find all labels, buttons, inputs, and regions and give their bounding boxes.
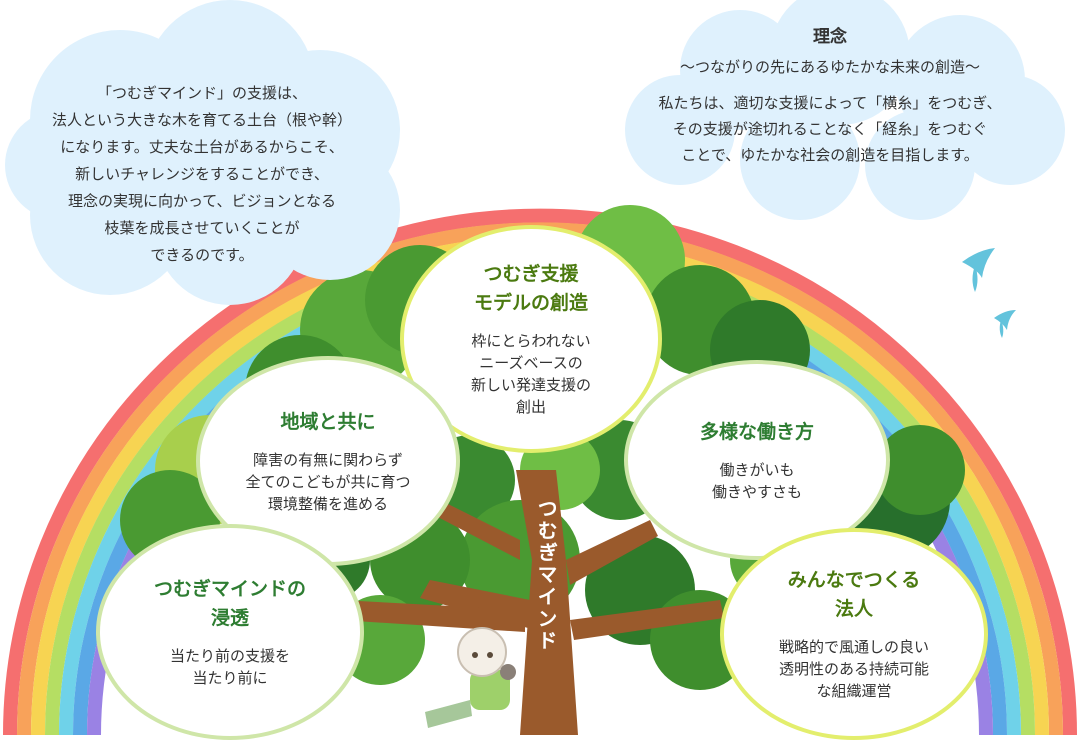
- circle-title-line: つむぎ支援: [483, 263, 579, 285]
- circle-body-line: 創出: [515, 398, 546, 416]
- circle-body-line: 透明性のある持続可能: [778, 660, 929, 678]
- left-cloud-line: 新しいチャレンジをすることができ、: [75, 165, 329, 183]
- circle-body-line: 働きやすさも: [711, 482, 802, 501]
- circle-title-line: つむぎマインドの: [153, 578, 306, 600]
- circle-body: 障害の有無に関わらず 全てのこどもが共に育つ 環境整備を進める: [245, 449, 410, 515]
- bird-icon: [994, 310, 1016, 338]
- circle-body: 戦略的で風通しの良い 透明性のある持続可能 な組織運営: [779, 636, 929, 702]
- tree-trunk: [340, 470, 724, 735]
- circle-title: 地域と共に: [280, 408, 375, 437]
- circle-title-line: モデルの創造: [473, 292, 588, 314]
- circle-body-line: 環境整備を進める: [267, 494, 388, 513]
- circle-body: 枠にとらわれない ニーズベースの 新しい発達支援の 創出: [471, 330, 591, 418]
- circle-everyone-corporation: みんなでつくる 法人 戦略的で風通しの良い 透明性のある持続可能 な組織運営: [720, 528, 988, 740]
- circle-title-line: 地域と共に: [280, 410, 376, 433]
- left-cloud-text: 「つむぎマインド」の支援は、 法人という大きな木を育てる土台（根や幹） になりま…: [12, 80, 392, 269]
- left-cloud-line: できるのです。: [150, 246, 254, 264]
- left-cloud-line: 法人という大きな木を育てる土台（根や幹）: [51, 111, 352, 129]
- philosophy-subtitle: 〜つながりの先にあるゆたかな未来の創造〜: [679, 58, 980, 76]
- circle-body: 働きがいも 働きやすさも: [712, 459, 802, 503]
- circle-body-line: 働きがいも: [719, 460, 795, 479]
- circle-title-line: 多様な働き方: [699, 420, 814, 443]
- rainbow-band: [3, 208, 1077, 735]
- child-character-icon: [425, 627, 516, 728]
- circle-title-line: 浸透: [210, 607, 249, 629]
- left-cloud-line: 理念の実現に向かって、ビジョンとなる: [67, 192, 337, 210]
- circle-title: つむぎ支援 モデルの創造: [474, 260, 588, 318]
- philosophy-line: 私たちは、適切な支援によって「横糸」をつむぎ、: [658, 94, 1002, 112]
- philosophy-line: その支援が途切れることなく「経糸」をつむぐ: [672, 120, 988, 138]
- left-cloud-shape: [5, 0, 400, 305]
- trunk-label: つむぎマインド: [534, 498, 558, 652]
- circle-body-line: ニーズベースの: [479, 354, 583, 372]
- circle-body-line: 全てのこどもが共に育つ: [245, 472, 411, 491]
- circle-body-line: 当たり前の支援を: [169, 647, 290, 665]
- philosophy-line: ことで、ゆたかな社会の創造を目指します。: [681, 146, 979, 164]
- circle-body-line: 当たり前に: [192, 669, 268, 687]
- circle-body-line: 新しい発達支援の: [470, 376, 591, 394]
- circle-title: つむぎマインドの 浸透: [154, 575, 306, 633]
- circle-body-line: 戦略的で風通しの良い: [778, 638, 929, 656]
- circle-mind-spread: つむぎマインドの 浸透 当たり前の支援を 当たり前に: [96, 524, 364, 740]
- left-cloud-line: 「つむぎマインド」の支援は、: [96, 84, 307, 102]
- circle-title-line: 法人: [834, 598, 873, 620]
- circle-diverse-work: 多様な働き方 働きがいも 働きやすさも: [624, 360, 890, 560]
- circle-title-line: みんなでつくる: [787, 569, 921, 591]
- circle-body-line: 枠にとらわれない: [471, 332, 591, 350]
- circle-body-line: な組織運営: [816, 682, 892, 700]
- bird-icon: [962, 248, 995, 292]
- left-cloud-line: になります。丈夫な土台があるからこそ、: [60, 138, 344, 156]
- circle-title: 多様な働き方: [700, 418, 814, 447]
- circle-title: みんなでつくる 法人: [788, 566, 921, 624]
- circle-body: 当たり前の支援を 当たり前に: [170, 645, 290, 689]
- left-cloud-line: 枝葉を成長させていくことが: [104, 219, 300, 237]
- right-cloud-text: 理念 〜つながりの先にあるゆたかな未来の創造〜 私たちは、適切な支援によって「横…: [620, 24, 1040, 168]
- right-cloud-shape: [625, 0, 1065, 220]
- philosophy-title: 理念: [813, 27, 847, 47]
- circle-body-line: 障害の有無に関わらず: [253, 450, 403, 469]
